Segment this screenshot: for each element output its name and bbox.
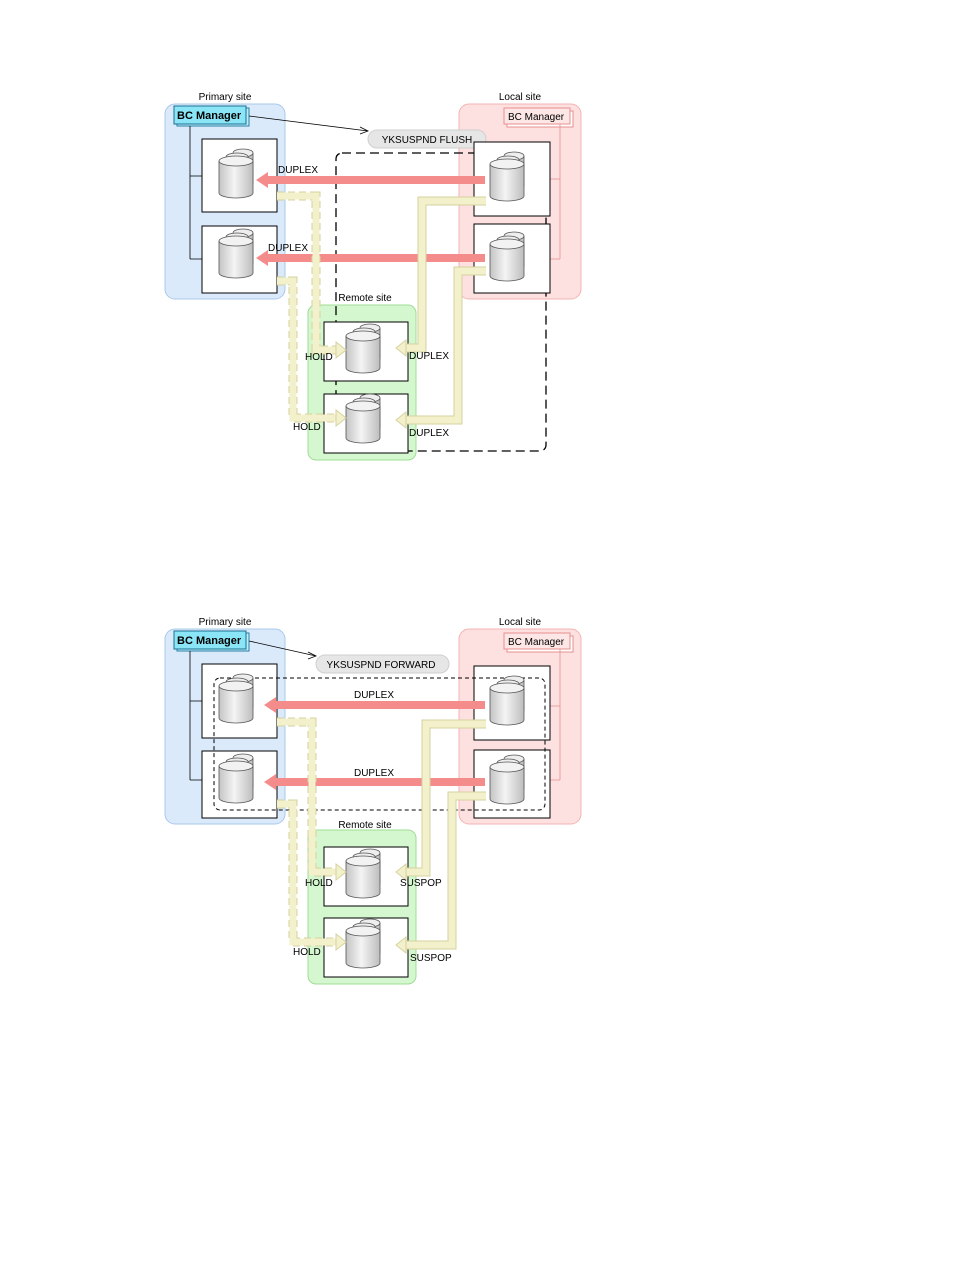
remote-site-label: Remote site xyxy=(338,820,392,831)
command-label: YKSUSPND FORWARD xyxy=(327,660,436,671)
svg-text:BC Manager: BC Manager xyxy=(508,112,565,123)
remote-status-1: DUPLEX xyxy=(409,351,449,362)
bc-manager-local: BC Manager xyxy=(504,633,573,652)
primary-site-label: Primary site xyxy=(199,92,252,103)
remote-status-2: DUPLEX xyxy=(409,428,449,439)
remote-hold-2: HOLD xyxy=(293,947,321,958)
local-site-label: Local site xyxy=(499,617,542,628)
remote-hold-1: HOLD xyxy=(305,878,333,889)
command-label: YKSUSPND FLUSH xyxy=(382,135,473,146)
diagram-2: Primary site Local site Remote site BC M… xyxy=(165,617,581,984)
primary-status-2: DUPLEX xyxy=(354,768,394,779)
remote-status-2: SUSPOP xyxy=(410,953,452,964)
svg-text:BC Manager: BC Manager xyxy=(508,637,565,648)
remote-hold-2: HOLD xyxy=(293,422,321,433)
bc-manager-primary: BC Manager xyxy=(174,106,249,126)
remote-site-label: Remote site xyxy=(338,293,392,304)
bc-manager-local: BC Manager xyxy=(504,108,573,127)
remote-status-1: SUSPOP xyxy=(400,878,442,889)
local-site-label: Local site xyxy=(499,92,542,103)
primary-status-2: DUPLEX xyxy=(268,243,308,254)
svg-text:BC Manager: BC Manager xyxy=(177,635,242,647)
diagram-1: Primary site Local site Remote site BC M… xyxy=(165,92,581,460)
primary-status-1: DUPLEX xyxy=(278,165,318,176)
primary-status-1: DUPLEX xyxy=(354,690,394,701)
bc-manager-primary: BC Manager xyxy=(174,631,249,651)
primary-site-label: Primary site xyxy=(199,617,252,628)
remote-hold-1: HOLD xyxy=(305,352,333,363)
svg-text:BC Manager: BC Manager xyxy=(177,110,242,122)
